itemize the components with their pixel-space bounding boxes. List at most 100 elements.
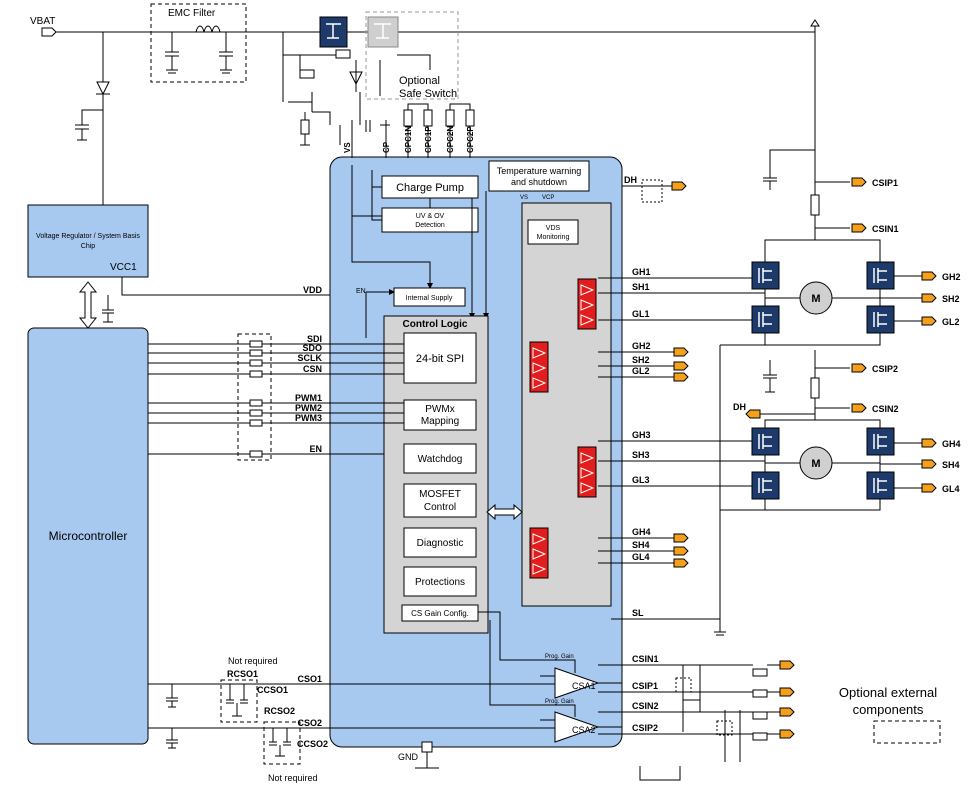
pin-label-sh2: SH2 — [632, 355, 650, 365]
pin-label-sh4: SH4 — [632, 540, 650, 550]
bridge-mosfet-icon — [866, 427, 895, 456]
connector-icon — [673, 546, 689, 556]
not-required-top-label: Not required — [228, 656, 278, 666]
cs-gain-label: CS Gain Config. — [411, 609, 469, 618]
pin-label-cpc1n: CPC1N — [404, 126, 413, 153]
connector-icon — [779, 660, 795, 670]
connector-icon — [779, 687, 795, 697]
external-pin-csip2: CSIP2 — [872, 364, 898, 374]
connector-icon — [921, 483, 937, 493]
pin-label-cp: CP — [382, 141, 391, 153]
connector-icon — [779, 707, 795, 717]
bridge-mosfet-icon — [751, 471, 780, 500]
dh-filter-box — [641, 179, 663, 203]
external-pin-dh: DH — [733, 402, 746, 412]
connector-icon — [851, 363, 867, 373]
vds-monitoring-block — [527, 219, 579, 245]
series-resistor-icon — [249, 349, 263, 357]
connector-icon — [673, 361, 689, 371]
external-pin-gh2: GH2 — [942, 272, 961, 282]
bidirectional-arrow-icon — [78, 281, 98, 329]
connector-icon — [673, 372, 689, 382]
series-resistor-icon — [249, 409, 263, 417]
protections-block — [403, 566, 477, 597]
optional-legend-box — [873, 720, 941, 744]
connector-icon — [779, 729, 795, 739]
temp-warning-block — [488, 160, 590, 192]
series-resistor-icon — [249, 450, 263, 458]
bridge-mosfet-icon — [751, 427, 780, 456]
charge-pump-label: Charge Pump — [396, 182, 464, 194]
vs-small-label: VS — [520, 195, 528, 201]
series-resistor-icon — [249, 370, 263, 378]
external-pin-sh4: SH4 — [942, 460, 960, 470]
cs-gain-block — [401, 604, 479, 622]
connector-icon — [921, 438, 937, 448]
watchdog-block — [403, 443, 477, 474]
gate-driver-icon — [577, 446, 597, 498]
signal-label-pwm1: PWM1 — [295, 393, 322, 403]
pin-label-sl: SL — [632, 608, 644, 618]
connector-icon — [745, 409, 761, 419]
connector-icon — [921, 271, 937, 281]
connector-icon — [921, 293, 937, 303]
gnd-label: GND — [398, 752, 419, 762]
control-logic-label: Control Logic — [403, 319, 468, 330]
pin-label-gl4: GL4 — [632, 552, 650, 562]
signal-label-pwm2: PWM2 — [295, 403, 322, 413]
bridge-mosfet-icon — [751, 305, 780, 334]
signal-label-sclk: SCLK — [298, 353, 323, 363]
not-required-bottom-label: Not required — [268, 773, 318, 783]
emc-filter-label: EMC Filter — [168, 8, 216, 19]
signal-label-sdo: SDO — [302, 343, 322, 353]
svg-text:M: M — [811, 458, 820, 470]
pin-label-sh3: SH3 — [632, 450, 650, 460]
watchdog-label: Watchdog — [418, 454, 463, 465]
pin-label-csip1: CSIP1 — [632, 681, 658, 691]
pin-label-dh: DH — [624, 175, 637, 185]
csa1-label: CSA1 — [572, 681, 596, 691]
diagnostic-label: Diagnostic — [417, 538, 464, 549]
series-resistor-group — [237, 333, 272, 461]
cso-filter — [148, 679, 322, 765]
vcp-small-label: VCP — [542, 195, 554, 201]
supply-arrow-icon — [810, 19, 820, 27]
signal-label-vdd: VDD — [303, 285, 323, 295]
external-pin-sh2: SH2 — [942, 294, 960, 304]
microcontroller-label: Microcontroller — [49, 529, 128, 543]
signal-label-cso1: CSO1 — [297, 674, 322, 684]
pwm-mapping-block — [403, 399, 477, 431]
pin-label-gl2: GL2 — [632, 366, 650, 376]
microcontroller-block — [27, 327, 149, 745]
spi-block — [403, 332, 477, 384]
pin-label-vs: VS — [343, 142, 352, 153]
motor-icon — [799, 281, 833, 315]
connector-icon — [671, 181, 687, 191]
en-small-label: EN — [356, 288, 366, 295]
protections-label: Protections — [415, 577, 465, 588]
bridge-mosfet-icon — [866, 305, 895, 334]
gate-driver-icon — [529, 341, 549, 393]
signal-label-csn: CSN — [303, 364, 322, 374]
connector-icon — [921, 316, 937, 326]
external-pin-csin2: CSIN2 — [872, 404, 899, 414]
gate-driver-icon — [529, 527, 549, 579]
pin-label-csin2: CSIN2 — [632, 701, 659, 711]
external-pin-gh4: GH4 — [942, 439, 961, 449]
connector-icon — [673, 533, 689, 543]
series-resistor-icon — [249, 419, 263, 427]
bridge-mosfet-icon — [866, 261, 895, 290]
pin-label-cpc2p: CPC2P — [466, 126, 475, 153]
bidirectional-arrow-icon — [486, 503, 523, 521]
ccso2-label: CCSO2 — [297, 739, 328, 749]
csa2-amplifier-icon — [554, 711, 600, 743]
emc-filter — [150, 3, 247, 83]
csa2-label: CSA2 — [572, 725, 596, 735]
